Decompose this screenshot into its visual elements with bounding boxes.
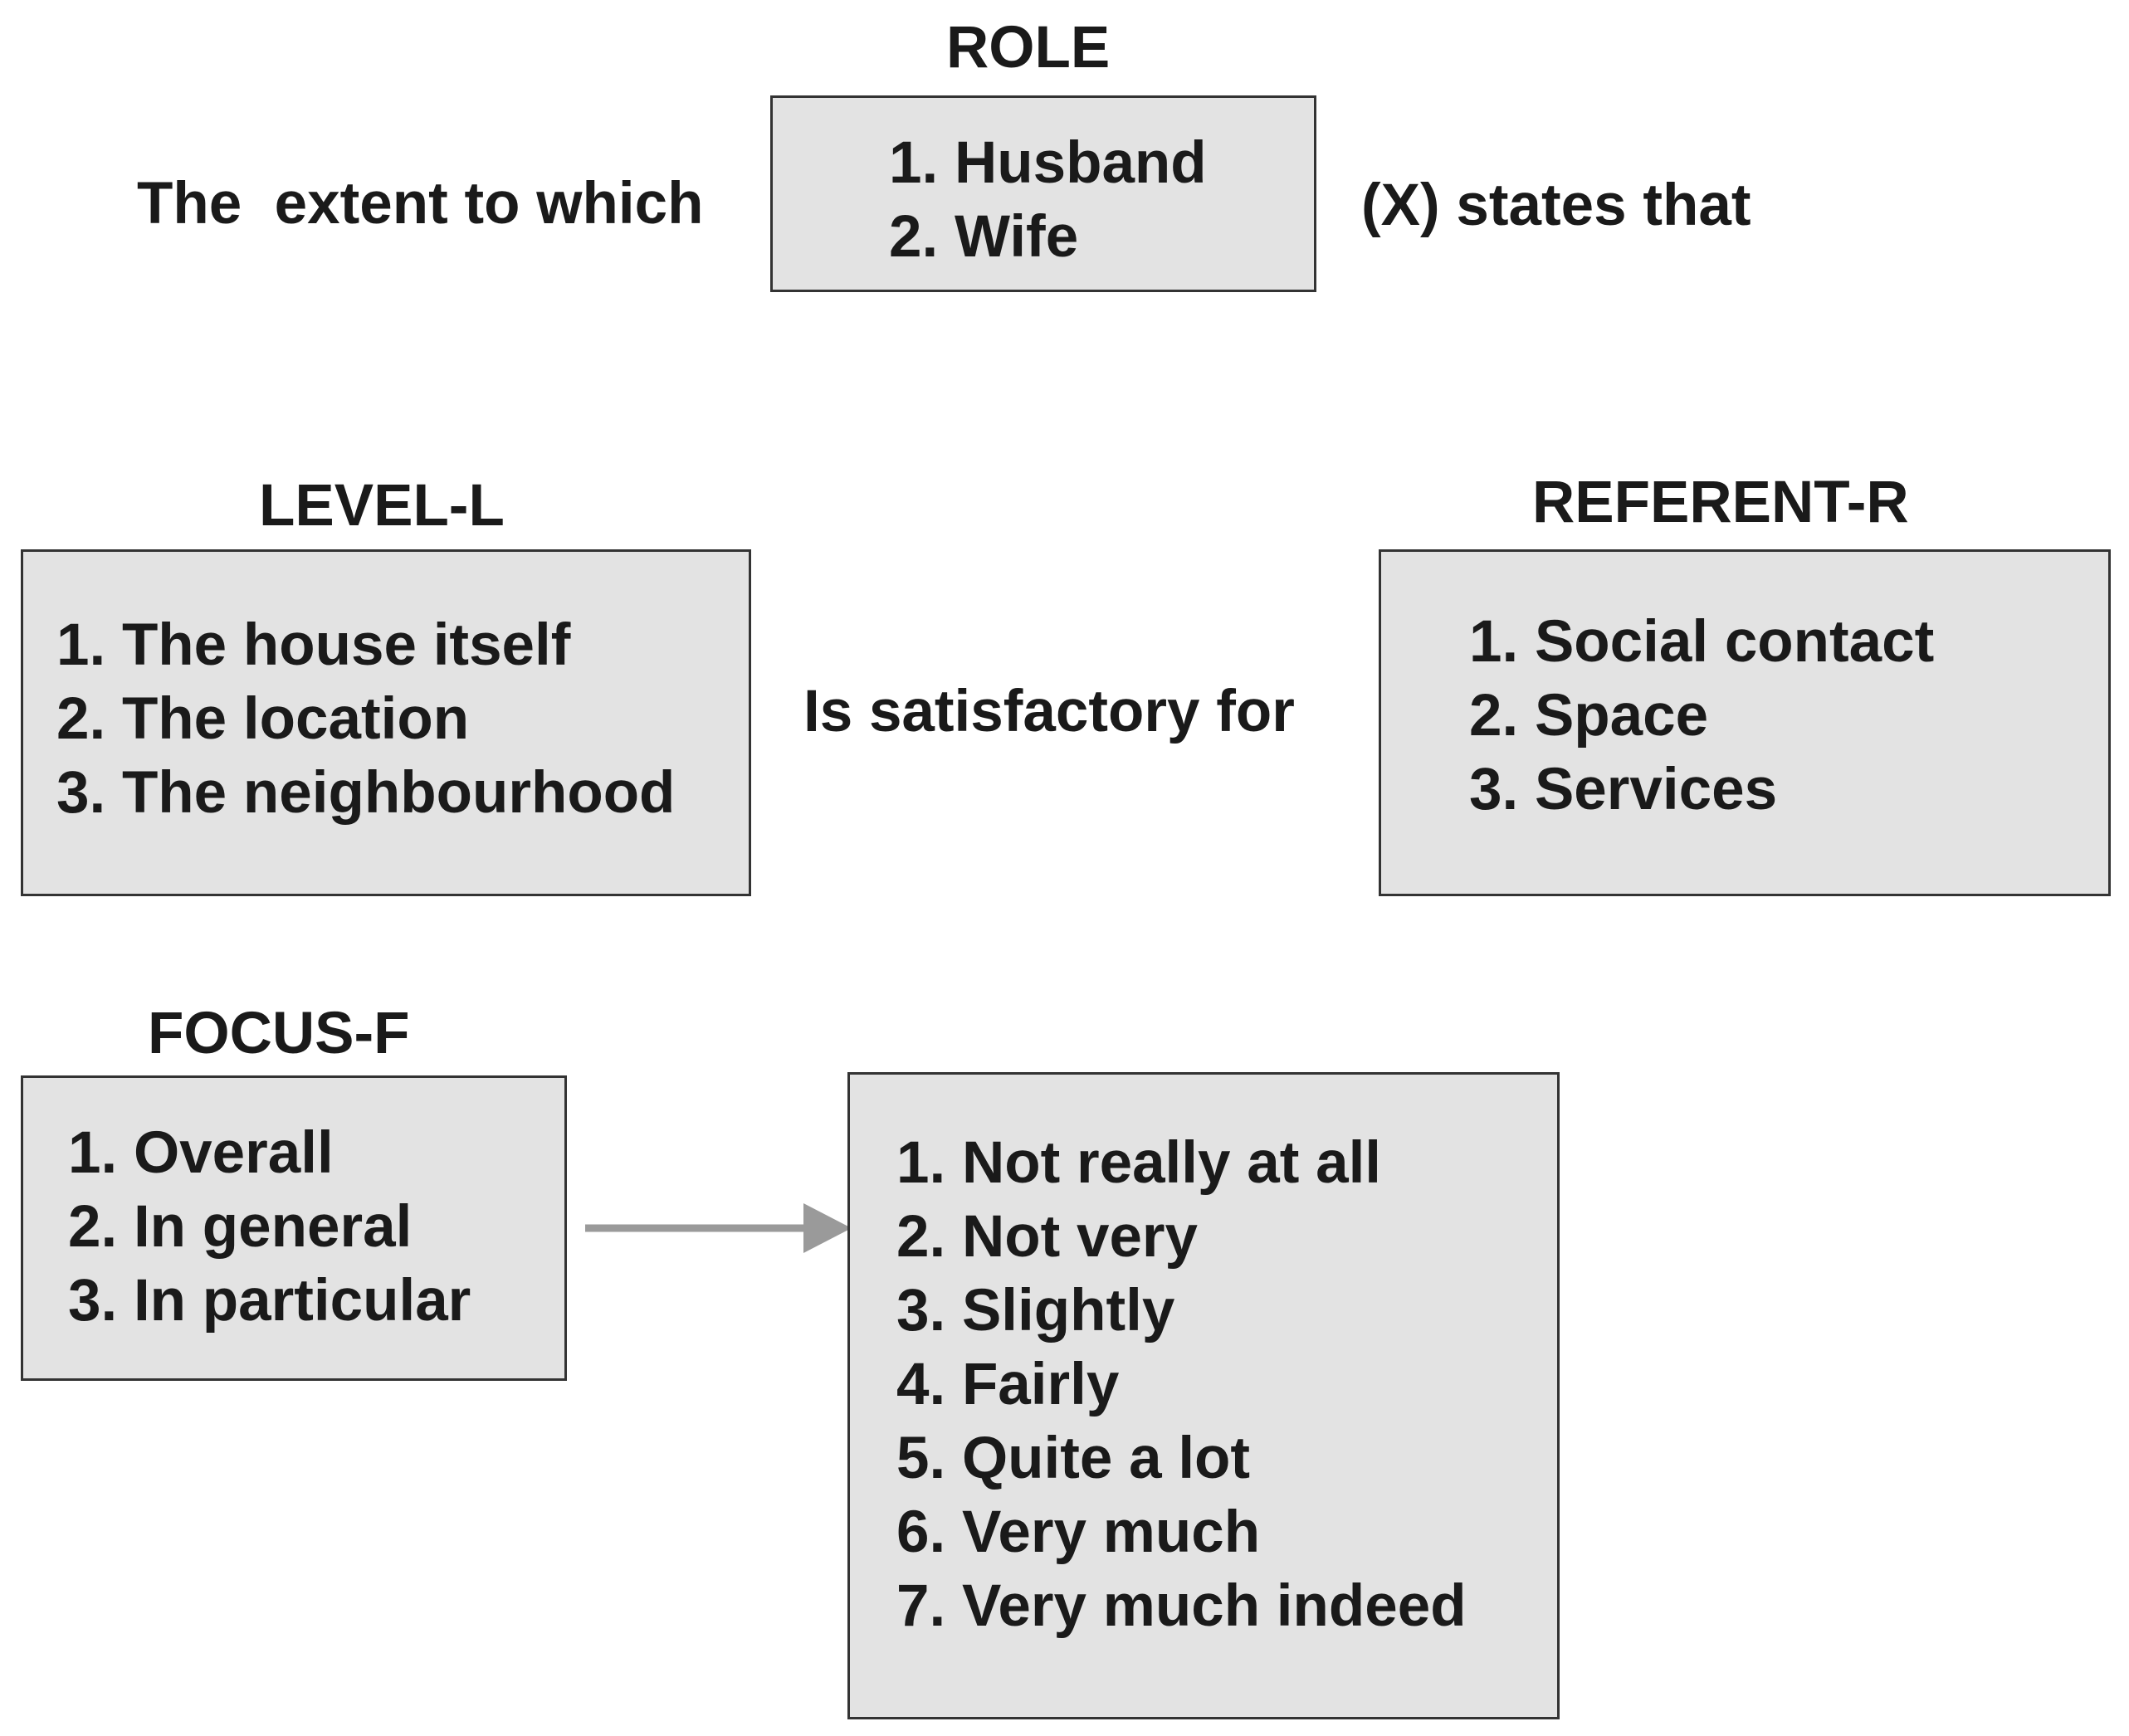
referent-option: 3. Services: [1469, 757, 1778, 822]
referent-option: 1. Social contact: [1469, 609, 1935, 675]
sentence-lead: The extent to which: [137, 171, 704, 237]
focus-option: 1. Overall: [68, 1120, 334, 1186]
scale-option: 3. Slightly: [896, 1278, 1175, 1343]
level-option: 2. The location: [56, 686, 470, 752]
scale-option: 6. Very much: [896, 1499, 1261, 1565]
role-option: 2. Wife: [889, 204, 1079, 270]
scale-option: 5. Quite a lot: [896, 1426, 1251, 1491]
level-box: 1. The house itself 2. The location 3. T…: [21, 549, 751, 896]
focus-option-list: 1. Overall 2. In general 3. In particula…: [68, 1116, 564, 1338]
role-option-list: 1. Husband 2. Wife: [889, 126, 1314, 274]
role-box: 1. Husband 2. Wife: [770, 95, 1316, 292]
level-option: 1. The house itself: [56, 612, 571, 678]
sentence-after-role: (X) states that: [1361, 173, 1751, 238]
referent-box: 1. Social contact 2. Space 3. Services: [1379, 549, 2111, 896]
role-option: 1. Husband: [889, 130, 1207, 196]
scale-option: 1. Not really at all: [896, 1130, 1382, 1196]
scale-option: 4. Fairly: [896, 1352, 1120, 1417]
referent-option: 2. Space: [1469, 683, 1709, 749]
referent-heading: REFERENT-R: [1532, 470, 1909, 535]
focus-option: 2. In general: [68, 1194, 413, 1260]
role-heading: ROLE: [946, 15, 1111, 80]
referent-option-list: 1. Social contact 2. Space 3. Services: [1469, 605, 2108, 827]
scale-box: 1. Not really at all 2. Not very 3. Slig…: [847, 1072, 1560, 1719]
scale-option: 7. Very much indeed: [896, 1573, 1467, 1639]
level-heading: LEVEL-L: [259, 473, 505, 539]
sentence-middle: Is satisfactory for: [803, 679, 1295, 744]
level-option: 3. The neighbourhood: [56, 760, 676, 826]
focus-option: 3. In particular: [68, 1268, 471, 1334]
focus-box: 1. Overall 2. In general 3. In particula…: [21, 1075, 567, 1381]
focus-heading: FOCUS-F: [148, 1001, 410, 1066]
scale-option-list: 1. Not really at all 2. Not very 3. Slig…: [896, 1126, 1557, 1643]
arrow-right-icon: [585, 1203, 852, 1253]
level-option-list: 1. The house itself 2. The location 3. T…: [56, 608, 749, 830]
scale-option: 2. Not very: [896, 1204, 1199, 1270]
